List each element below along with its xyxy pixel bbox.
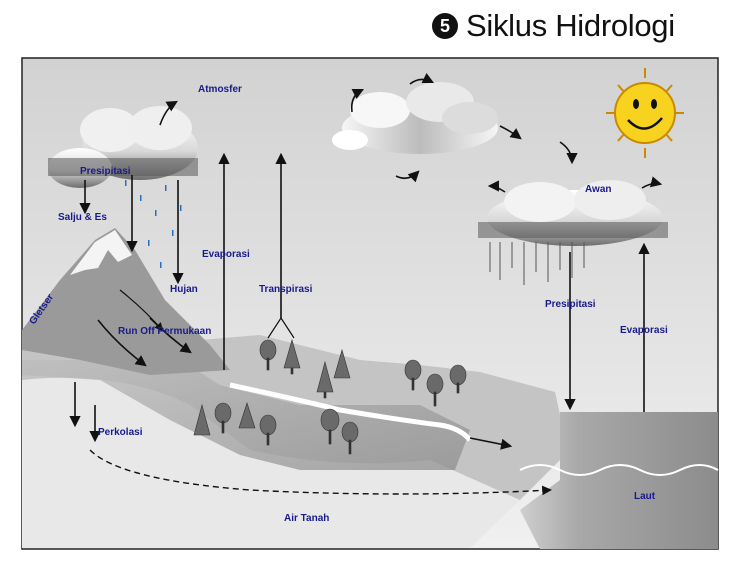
runoff-arrow-2 — [149, 317, 192, 354]
title-number-badge: 5 — [432, 13, 458, 39]
label-awan: Awan — [585, 184, 612, 195]
label-hujan: Hujan — [170, 284, 198, 295]
river — [229, 382, 472, 442]
label-runoff: Run Off Permukaan — [118, 326, 211, 337]
label-air-tanah: Air Tanah — [284, 513, 329, 524]
circulation-arrow-3 — [499, 125, 522, 140]
circulation-arrow-1 — [350, 88, 365, 113]
trees — [193, 338, 467, 455]
label-evaporasi-left: Evaporasi — [202, 249, 250, 260]
runoff-arrow-1 — [97, 319, 147, 367]
circulation-arrow-7 — [641, 176, 663, 189]
circulation-arrow-2 — [409, 72, 435, 85]
rain-drops-left — [125, 180, 182, 268]
title-text: Siklus Hidrologi — [466, 8, 675, 43]
rain-cloud-left — [48, 106, 198, 188]
sun-smile — [627, 117, 663, 130]
rain-streaks-right — [489, 242, 585, 285]
runoff-arrow-3 — [119, 289, 164, 332]
circulation-arrow-4 — [395, 170, 420, 183]
sun-eye-left — [633, 99, 639, 109]
label-salju-es: Salju & Es — [58, 212, 107, 223]
circulation-arrow-5 — [559, 141, 578, 165]
mountain — [22, 228, 230, 375]
label-atmosfer: Atmosfer — [198, 84, 242, 95]
circulation-arrow-8 — [159, 100, 178, 126]
sun-eye-right — [651, 99, 657, 109]
label-perkolasi: Perkolasi — [98, 427, 143, 438]
groundwater-flow-arrow — [89, 449, 552, 496]
label-transpirasi: Transpirasi — [259, 284, 313, 295]
sea-wave — [519, 464, 719, 476]
page-title: 5 Siklus Hidrologi — [432, 6, 675, 46]
rain-cloud-right — [478, 180, 668, 246]
label-presipitasi-left: Presipitasi — [80, 166, 131, 177]
circulation-arrow-6 — [487, 180, 506, 193]
soil-layer — [22, 377, 520, 548]
label-evaporasi-right: Evaporasi — [620, 325, 668, 336]
mountain-snowcap — [70, 230, 132, 275]
sun — [606, 68, 684, 158]
label-presipitasi-right: Presipitasi — [545, 299, 596, 310]
label-laut: Laut — [634, 491, 656, 502]
river-to-sea-arrow — [469, 437, 513, 450]
sea — [520, 412, 718, 549]
cloud-middle — [332, 82, 498, 154]
transpiration-fork — [267, 316, 295, 339]
